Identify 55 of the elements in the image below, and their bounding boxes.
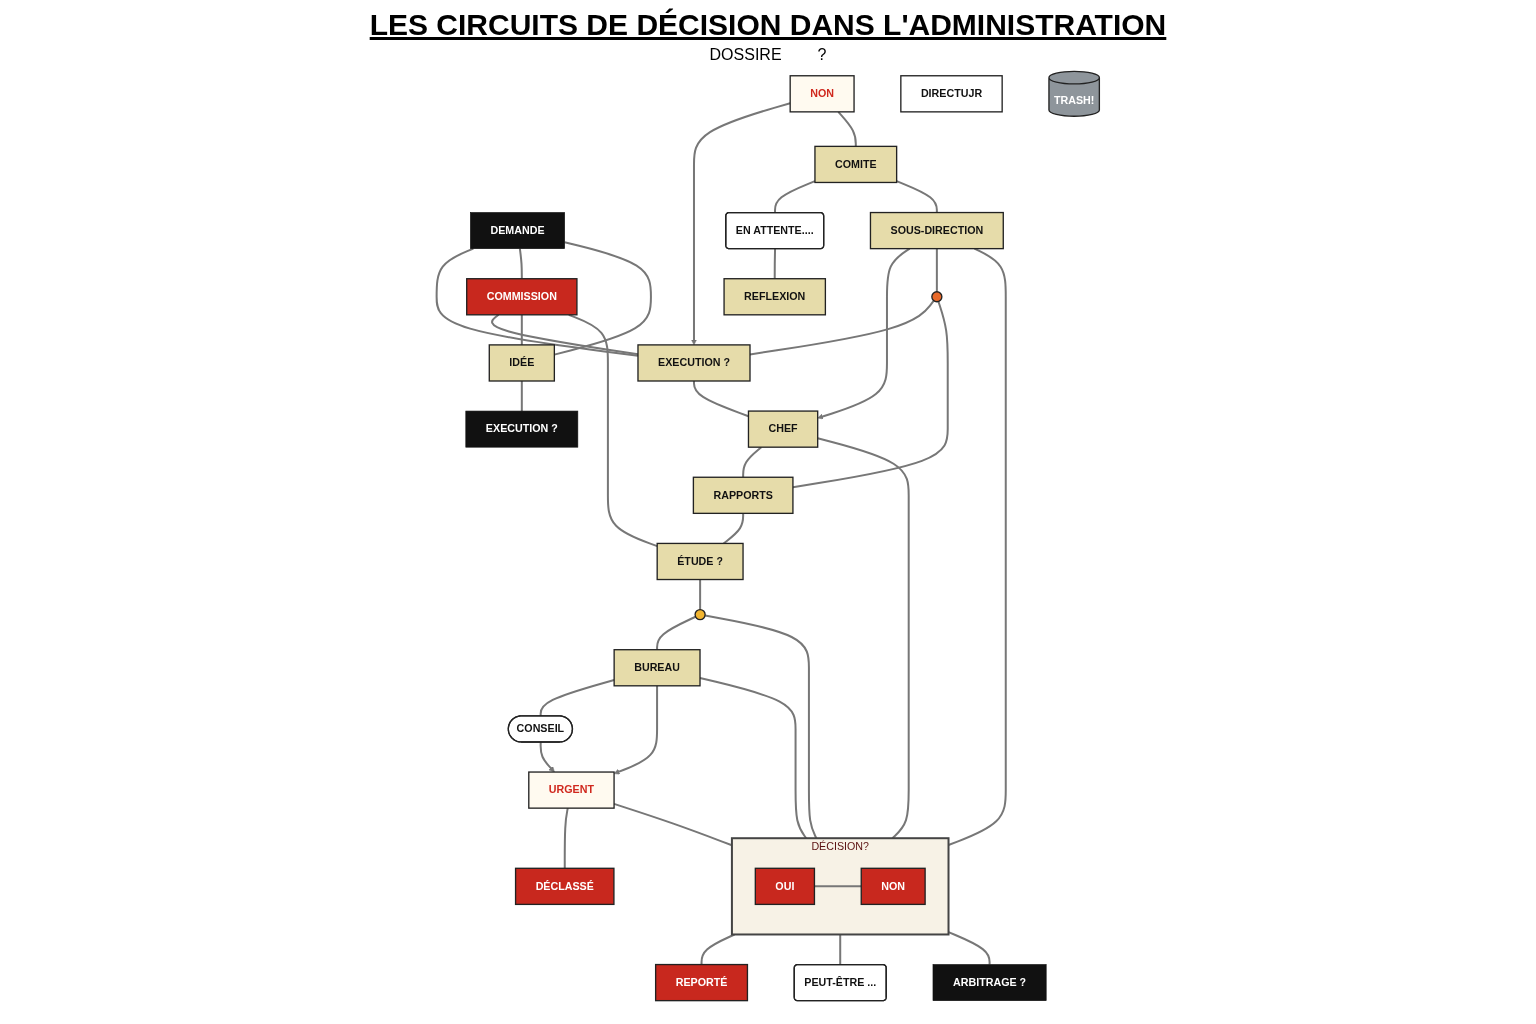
node-box: COMMISSION [466, 278, 578, 316]
node-box: OUI [754, 867, 816, 906]
connector [520, 314, 523, 345]
connector [774, 180, 816, 213]
connector [817, 437, 910, 839]
node-box: URGENT [528, 771, 615, 809]
connector [563, 807, 569, 869]
node-box: ÉTUDE ? [656, 542, 744, 581]
node-box: EXECUTION ? [465, 410, 579, 448]
connector [554, 241, 652, 356]
node-box: COMITE [814, 145, 898, 184]
connector [520, 381, 523, 412]
connector [722, 513, 745, 545]
connector [839, 934, 842, 965]
connector [704, 614, 818, 839]
node-box: IDÉE [488, 344, 555, 382]
connector [948, 247, 1007, 846]
node-box: NON [789, 75, 855, 113]
connector [700, 933, 735, 965]
node-circle [931, 291, 943, 303]
node-box: NON [860, 867, 926, 906]
node-box: RAPPORTS [692, 476, 794, 514]
connector [773, 248, 777, 279]
arrow [613, 685, 659, 775]
connector [568, 313, 658, 547]
node-box: BUREAU [613, 649, 701, 687]
connector [656, 615, 696, 650]
connector [792, 301, 949, 489]
connector [693, 381, 749, 418]
note-text: ? [816, 45, 828, 65]
arrow [817, 247, 911, 420]
node-box: EXECUTION ? [637, 344, 751, 382]
node-box: REPORTÉ [654, 963, 749, 1002]
connector [539, 678, 615, 717]
connector [948, 931, 991, 965]
node-box: DÉCLASSÉ [514, 867, 615, 906]
node-box: SOUS-DIRECTION [869, 211, 1004, 250]
connector [814, 885, 862, 888]
node-circle [694, 608, 706, 621]
connector [699, 579, 702, 610]
title: LES CIRCUITS DE DÉCISION DANS L'ADMINISTRATION [368, 8, 1168, 42]
connector [742, 446, 762, 478]
node-box: DIRECTUJR [900, 75, 1003, 113]
node-box: CHEF [747, 410, 819, 448]
note-text: DOSSIRE [708, 45, 783, 65]
node-box: ARBITRAGE ? [932, 964, 1047, 1001]
connector [749, 300, 935, 356]
connector [935, 248, 938, 292]
connector [837, 111, 857, 147]
arrow [691, 102, 791, 346]
node-box: DEMANDE [470, 212, 565, 249]
node-box: REFLEXION [723, 278, 827, 316]
arrow [539, 742, 555, 773]
connector [518, 248, 523, 279]
connector [896, 180, 938, 213]
